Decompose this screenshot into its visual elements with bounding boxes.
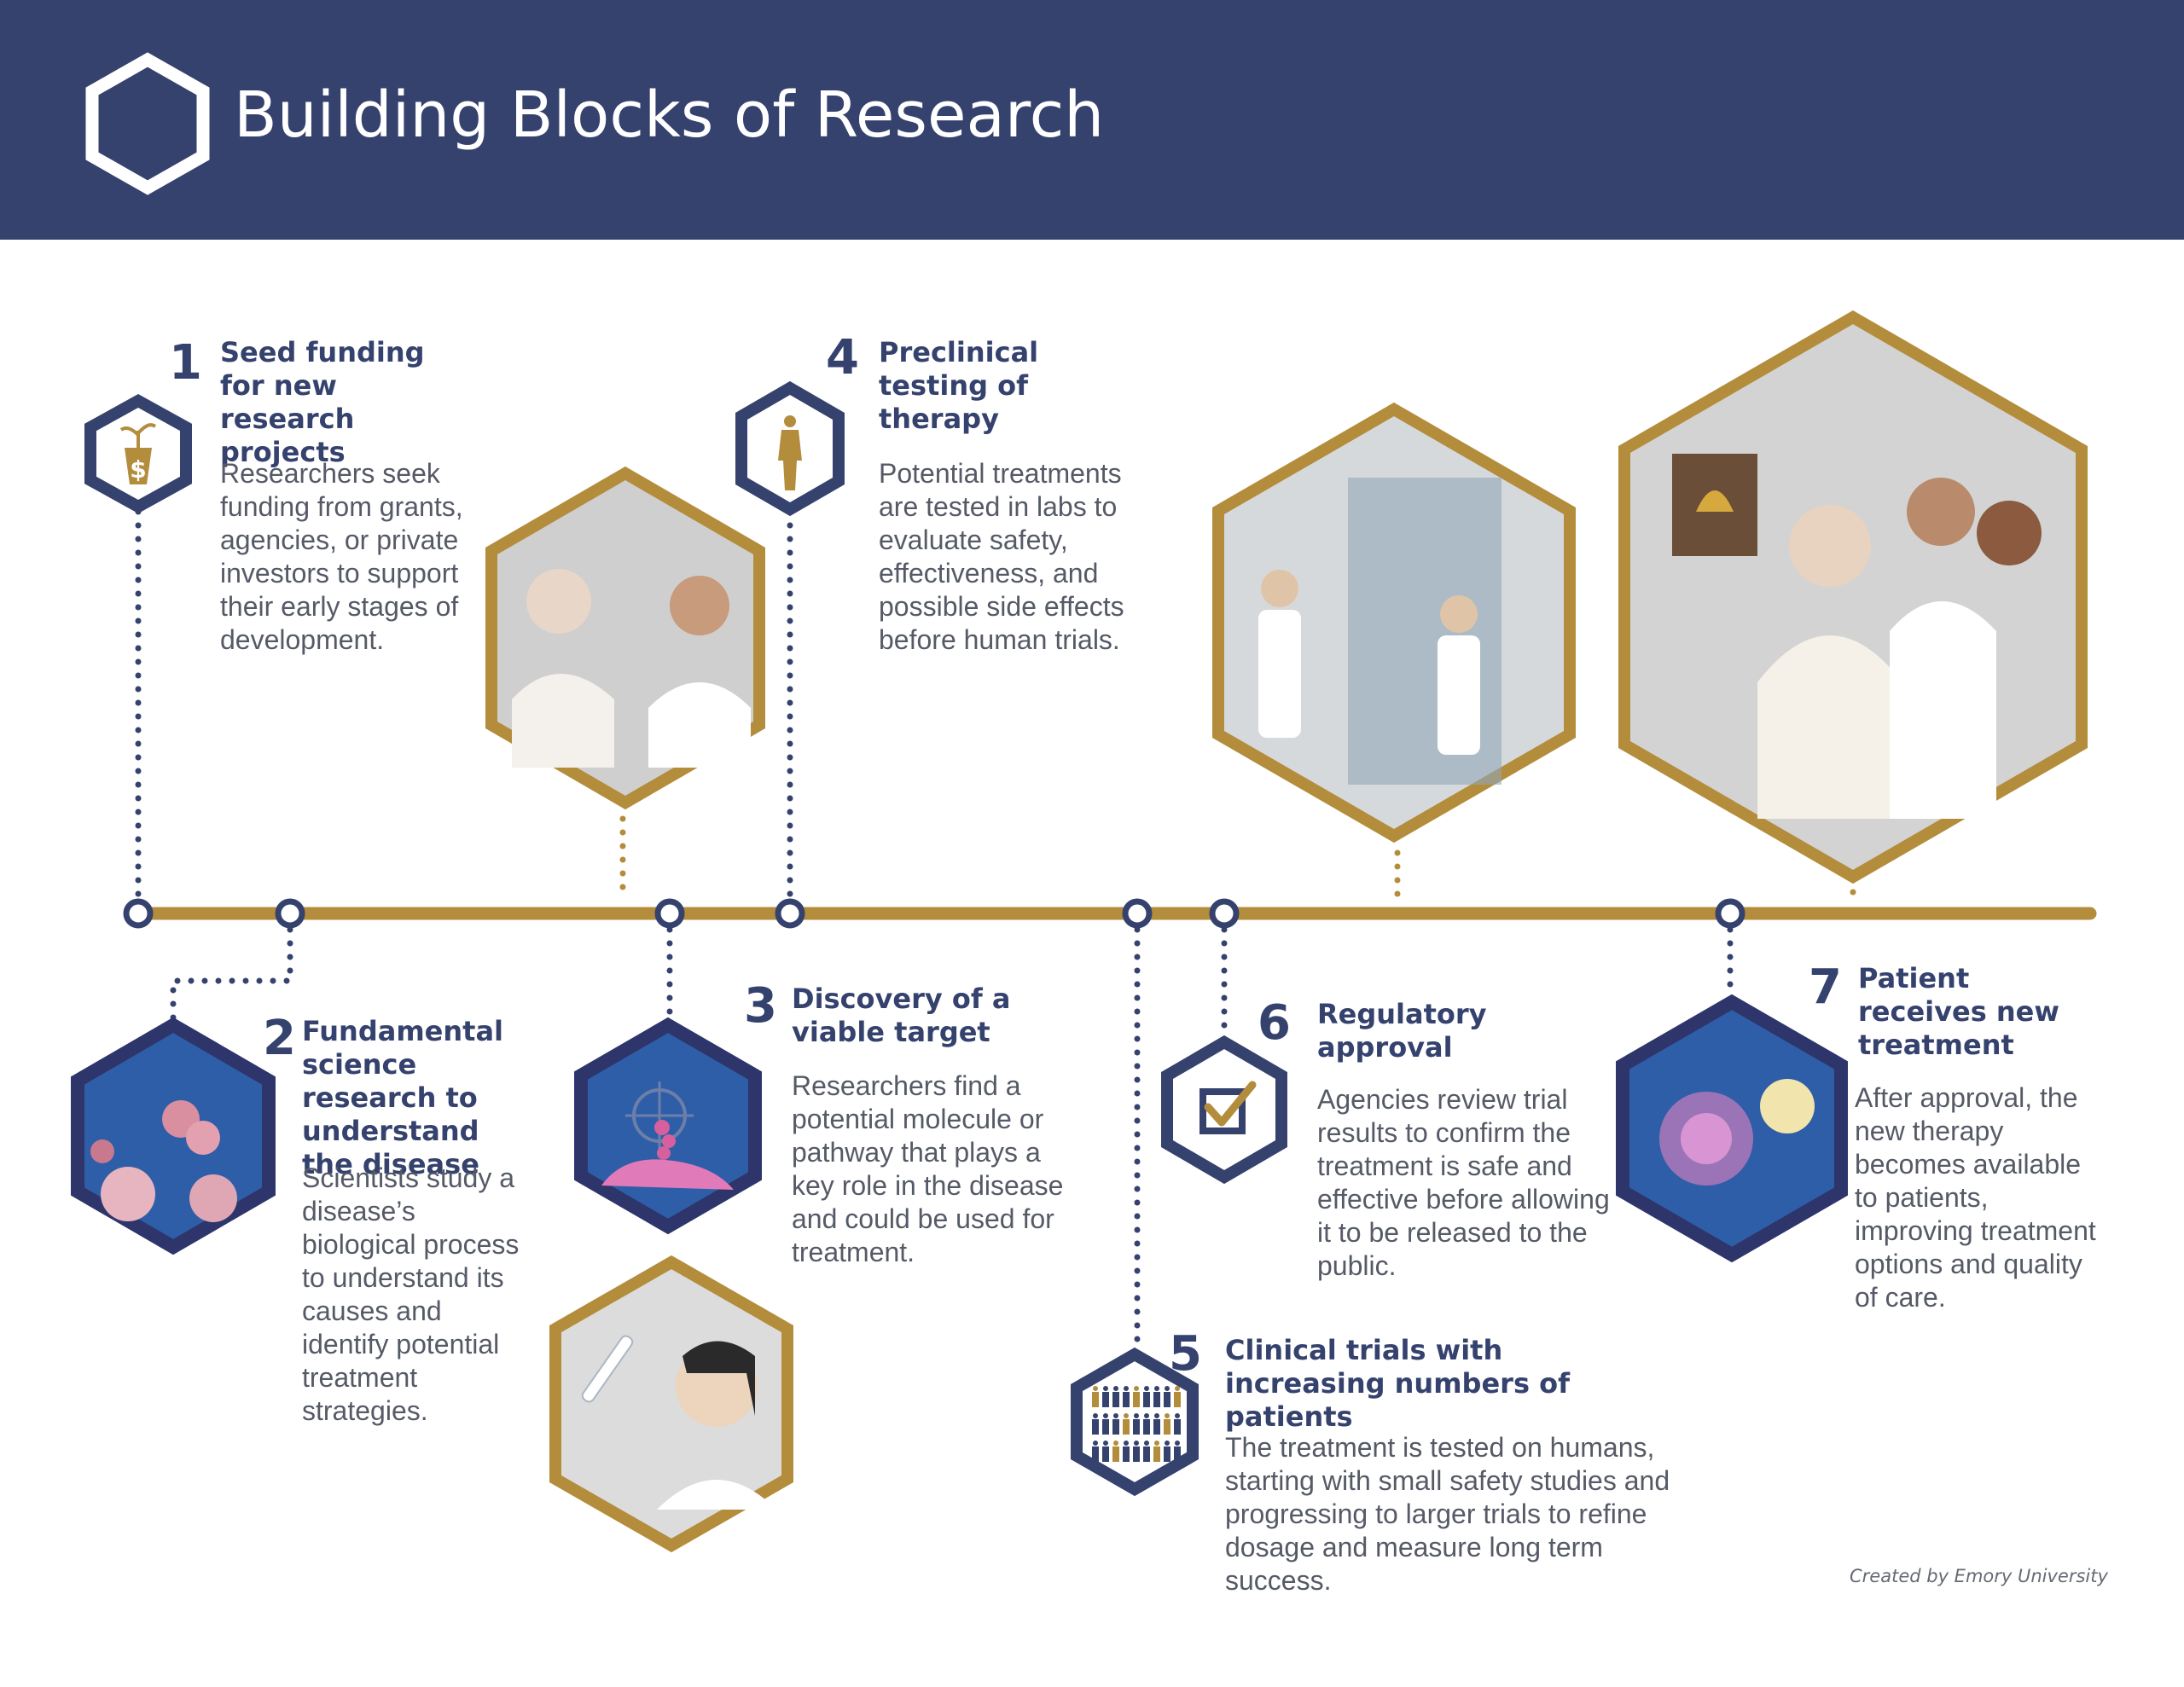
patient-figure-icon <box>1092 1441 1099 1462</box>
step-5-title: Clinical trials with increasing numbers … <box>1225 1334 1571 1433</box>
patient-figure-icon <box>1123 1386 1130 1407</box>
lab-researchers-photo <box>1212 402 1576 844</box>
step-1-description: Researchers seek funding from grants, ag… <box>220 458 463 655</box>
step-4-title: Preclinical testing of therapy <box>879 336 1039 435</box>
step-5-description: The treatment is tested on humans, start… <box>1225 1432 1670 1596</box>
timeline-node-5 <box>1122 898 1153 929</box>
step-5-number: 5 <box>1169 1326 1202 1382</box>
patient-group-icon <box>1071 1347 1199 1497</box>
patient-figure-icon <box>1164 1386 1170 1407</box>
patient-figure-icon <box>1123 1441 1130 1462</box>
checkbox-icon <box>1161 1035 1287 1185</box>
patient-figure-icon <box>1174 1441 1181 1462</box>
timeline-node-6 <box>1209 898 1240 929</box>
patient-consultation-photo <box>485 466 765 810</box>
timeline-node-2 <box>275 898 305 929</box>
patient-figure-icon <box>1164 1413 1170 1435</box>
step-2-number: 2 <box>263 1011 296 1066</box>
patient-figure-icon <box>1133 1441 1140 1462</box>
step-6-title: Regulatory approval <box>1317 998 1487 1064</box>
patient-figure-icon <box>1153 1386 1160 1407</box>
step-7-title: Patient receives new treatment <box>1858 962 2059 1061</box>
step-7-number: 7 <box>1809 959 1842 1015</box>
patient-figure-icon <box>1123 1413 1130 1435</box>
step-6-description: Agencies review trial results to confirm… <box>1317 1084 1610 1281</box>
patient-figure-icon <box>1153 1441 1160 1462</box>
timeline-node-4 <box>775 898 805 929</box>
treated-cell-image <box>1616 994 1848 1263</box>
timeline-node-1 <box>123 898 154 929</box>
patient-figure-icon <box>1143 1386 1150 1407</box>
step-2-title: Fundamental science research to understa… <box>302 1015 504 1180</box>
patient-figure-icon <box>1092 1386 1099 1407</box>
seedling-money-icon: $ <box>84 393 192 514</box>
timeline-node-7 <box>1715 898 1745 929</box>
step-4-number: 4 <box>826 330 859 386</box>
patient-figure-icon <box>1112 1413 1119 1435</box>
patient-figure-icon <box>1143 1413 1150 1435</box>
patient-figure-icon <box>1174 1386 1181 1407</box>
patient-figure-icon <box>1143 1441 1150 1462</box>
page-title: Building Blocks of Research <box>234 78 1105 152</box>
bell-ringing-celebration-photo <box>1618 310 2088 884</box>
scientist-test-tube-photo <box>549 1255 793 1553</box>
patient-figure-icon <box>1102 1441 1109 1462</box>
molecular-target-image <box>574 1017 762 1235</box>
person-silhouette-icon <box>735 380 845 517</box>
step-6-number: 6 <box>1258 995 1291 1051</box>
header-banner: Building Blocks of Research <box>0 0 2184 240</box>
step-3-number: 3 <box>744 978 777 1034</box>
patient-figure-icon <box>1102 1386 1109 1407</box>
step-3-title: Discovery of a viable target <box>792 983 1011 1048</box>
step-4-description: Potential treatments are tested in labs … <box>879 458 1124 655</box>
patient-figure-icon <box>1112 1441 1119 1462</box>
patient-figure-icon <box>1133 1413 1140 1435</box>
timeline-node-3 <box>654 898 685 929</box>
svg-text:$: $ <box>130 455 146 484</box>
step-3-description: Researchers find a potential molecule or… <box>792 1070 1064 1267</box>
patient-figure-icon <box>1092 1413 1099 1435</box>
step-1-number: 1 <box>169 335 202 391</box>
cells-image <box>71 1017 276 1255</box>
hexagon-logo-icon <box>85 52 210 195</box>
credit-text: Created by Emory University <box>1850 1566 2108 1586</box>
patient-figure-icon <box>1153 1413 1160 1435</box>
patient-figure-icon <box>1112 1386 1119 1407</box>
step-1-title: Seed funding for new research projects <box>220 336 425 468</box>
patient-figure-icon <box>1164 1441 1170 1462</box>
step-2-description: Scientists study a disease’s biological … <box>302 1162 520 1426</box>
patient-figure-icon <box>1133 1386 1140 1407</box>
step-7-description: After approval, the new therapy becomes … <box>1855 1082 2096 1313</box>
connector-step-2 <box>170 926 293 1027</box>
patient-figure-icon <box>1174 1413 1181 1435</box>
patient-figure-icon <box>1102 1413 1109 1435</box>
